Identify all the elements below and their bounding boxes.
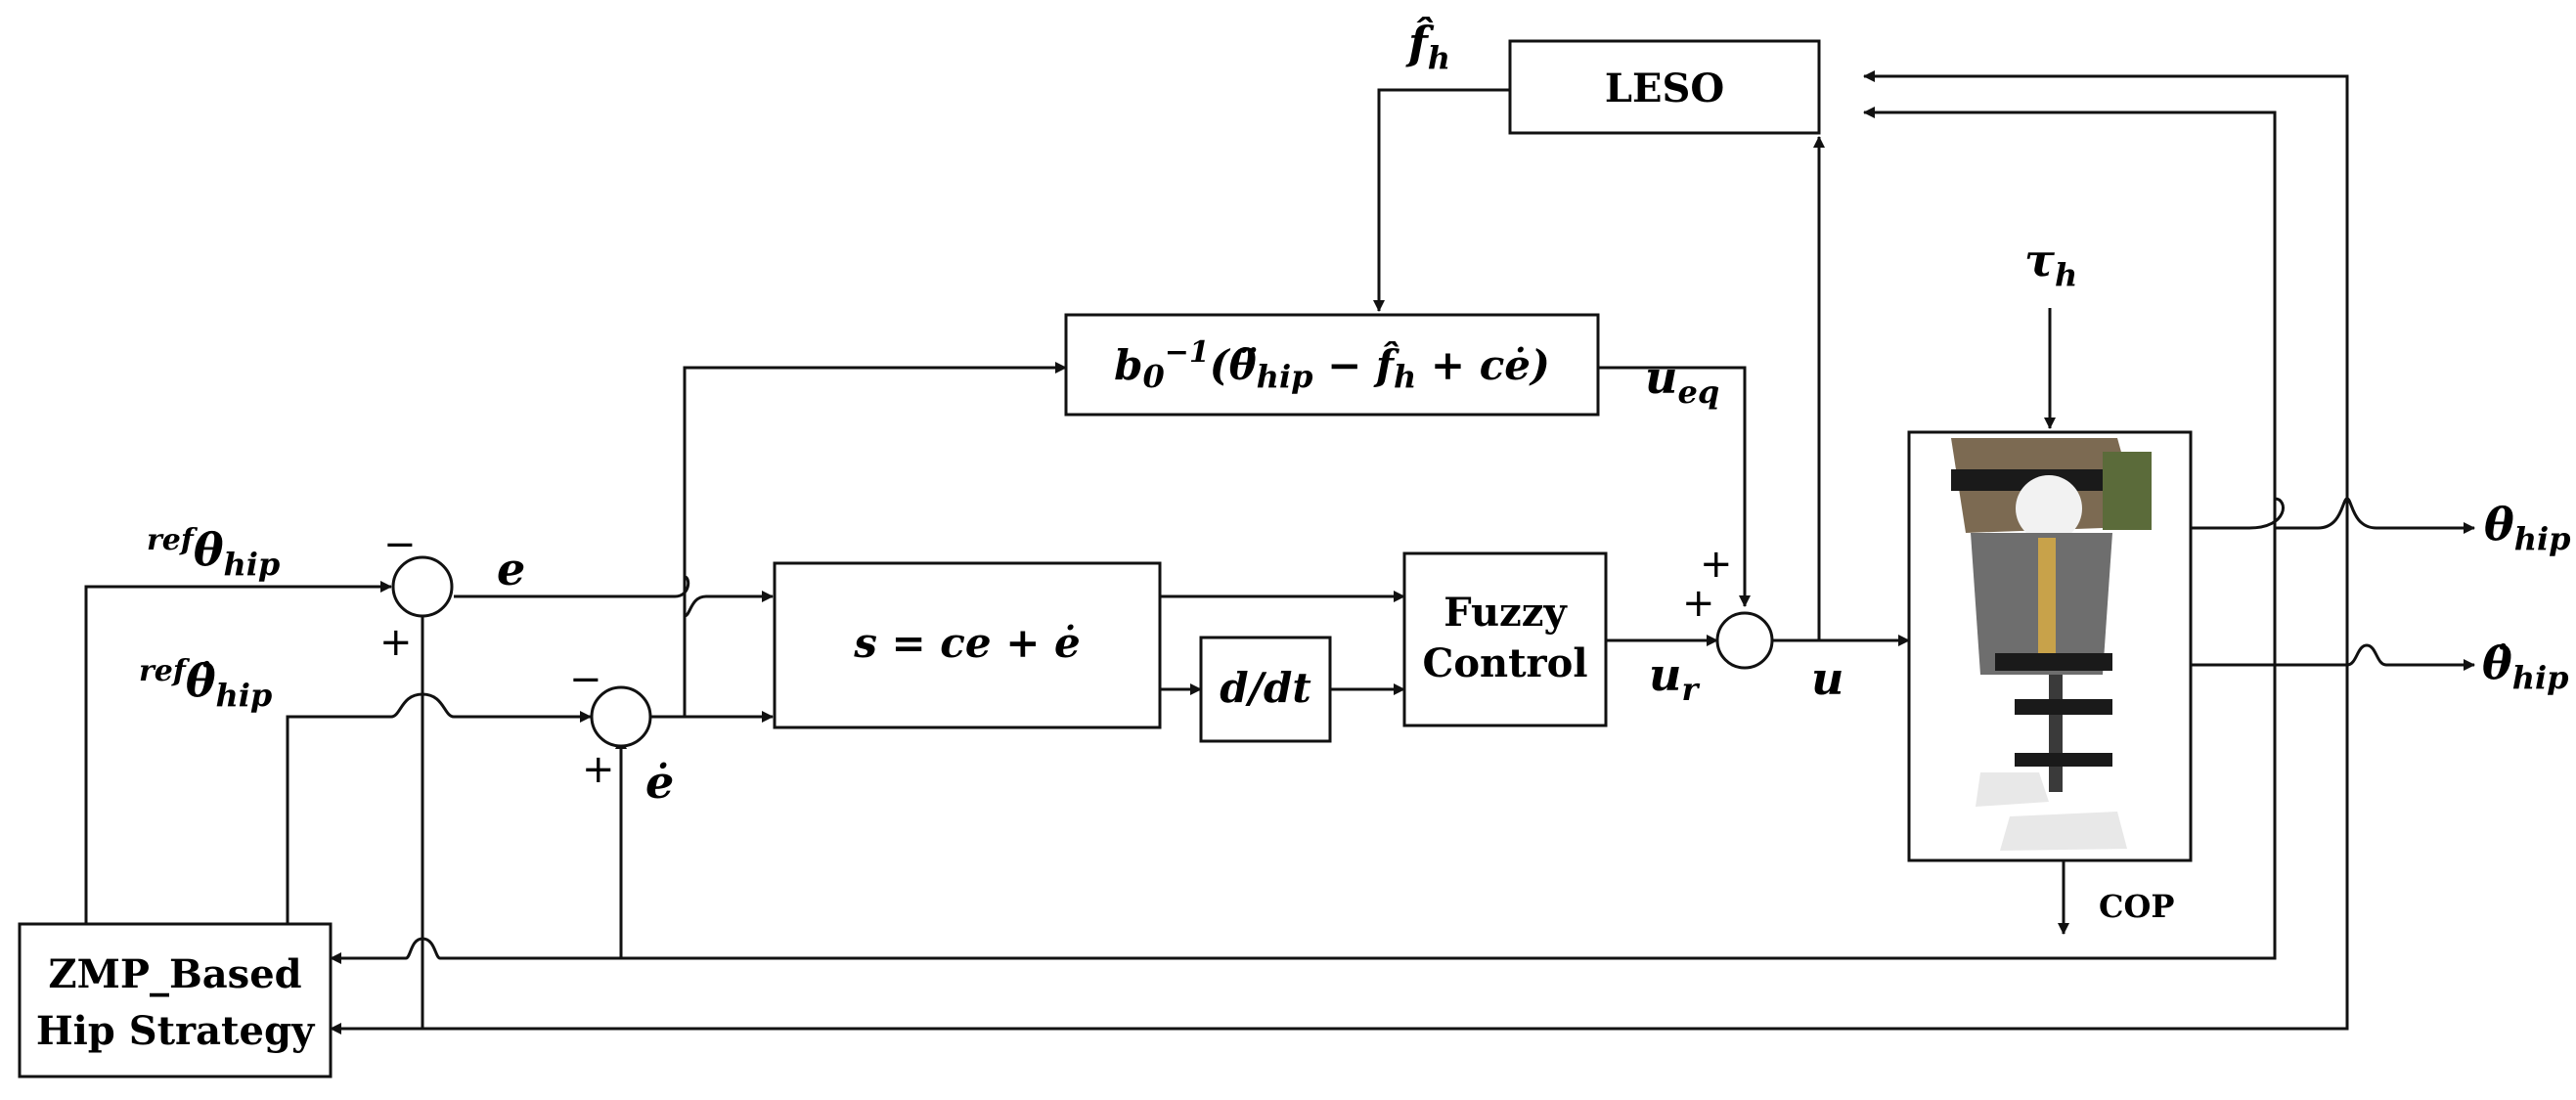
f-hat-label: f̂h	[1405, 17, 1450, 76]
front-shoe	[2000, 812, 2127, 851]
knee-strap	[2015, 699, 2112, 715]
tau-label: τh	[2024, 234, 2077, 293]
equivalent-control-block: b0−1(θ̈hip − f̂h + cė)	[1064, 313, 1600, 417]
ref-theta-dot-hip-label: refθ̇hip	[139, 654, 272, 714]
fuzzy-label-line2: Control	[1422, 640, 1587, 686]
backpack-unit	[2103, 452, 2152, 530]
error-rate-summer	[590, 685, 652, 748]
derivative-label: d/dt	[1220, 664, 1310, 712]
exoskeleton-figure	[1951, 438, 2152, 851]
e-dot-label: ė	[645, 756, 674, 809]
error-rate-summer-plus: +	[582, 747, 615, 792]
hip-motor	[2016, 475, 2082, 542]
control-summer-plus-left: +	[1682, 581, 1715, 626]
derivative-block: d/dt	[1199, 636, 1332, 743]
wire-ref-thetadot	[286, 692, 592, 924]
shin-strap	[2015, 753, 2112, 767]
wire-fhat	[1373, 88, 1510, 312]
ref-theta-hip-label: refθhip	[147, 523, 280, 583]
rear-shoe	[1976, 772, 2049, 807]
exoskeleton-plant-block	[1907, 430, 2193, 862]
theta-hip-output-label: θhip	[2484, 498, 2570, 557]
control-summer	[1715, 611, 1774, 670]
thigh-frame	[2038, 538, 2056, 655]
leso-label: LESO	[1605, 66, 1724, 111]
sliding-surface-block: s = ce + ė	[773, 561, 1162, 729]
leso-block: LESO	[1508, 39, 1821, 135]
wire-thetadot-out	[2191, 643, 2475, 671]
error-summer-plus: +	[379, 620, 413, 665]
shin-frame	[2049, 675, 2063, 792]
thigh-strap	[1995, 653, 2112, 671]
u-label: u	[1811, 652, 1843, 705]
e-label: e	[497, 543, 525, 595]
error-rate-summer-minus: −	[569, 657, 602, 702]
wire-ref-theta	[84, 581, 392, 924]
theta-dot-hip-output-label: θ̇hip	[2482, 637, 2568, 696]
error-summer-minus: −	[383, 522, 417, 567]
wire-theta-feedback	[330, 528, 2349, 1034]
wire-ueq	[1598, 366, 1751, 607]
sliding-surface-label: s = ce + ė	[853, 619, 1081, 667]
fuzzy-control-block: Fuzzy Control	[1402, 551, 1608, 727]
u-r-label: ur	[1649, 648, 1700, 708]
fuzzy-label-line1: Fuzzy	[1443, 590, 1568, 636]
error-summer	[391, 555, 454, 618]
control-summer-plus-top: +	[1700, 542, 1733, 587]
wire-edot-up	[683, 362, 1067, 717]
strategy-label-line2: Hip Strategy	[36, 1008, 316, 1054]
cop-label: COP	[2099, 888, 2174, 925]
wire-theta-out	[2191, 489, 2474, 528]
zmp-hip-strategy-block: ZMP_Based Hip Strategy	[18, 922, 333, 1078]
equivalent-control-label: b0−1(θ̈hip − f̂h + cė)	[1114, 335, 1550, 395]
u-eq-label: ueq	[1645, 351, 1719, 411]
strategy-label-line1: ZMP_Based	[48, 951, 301, 997]
